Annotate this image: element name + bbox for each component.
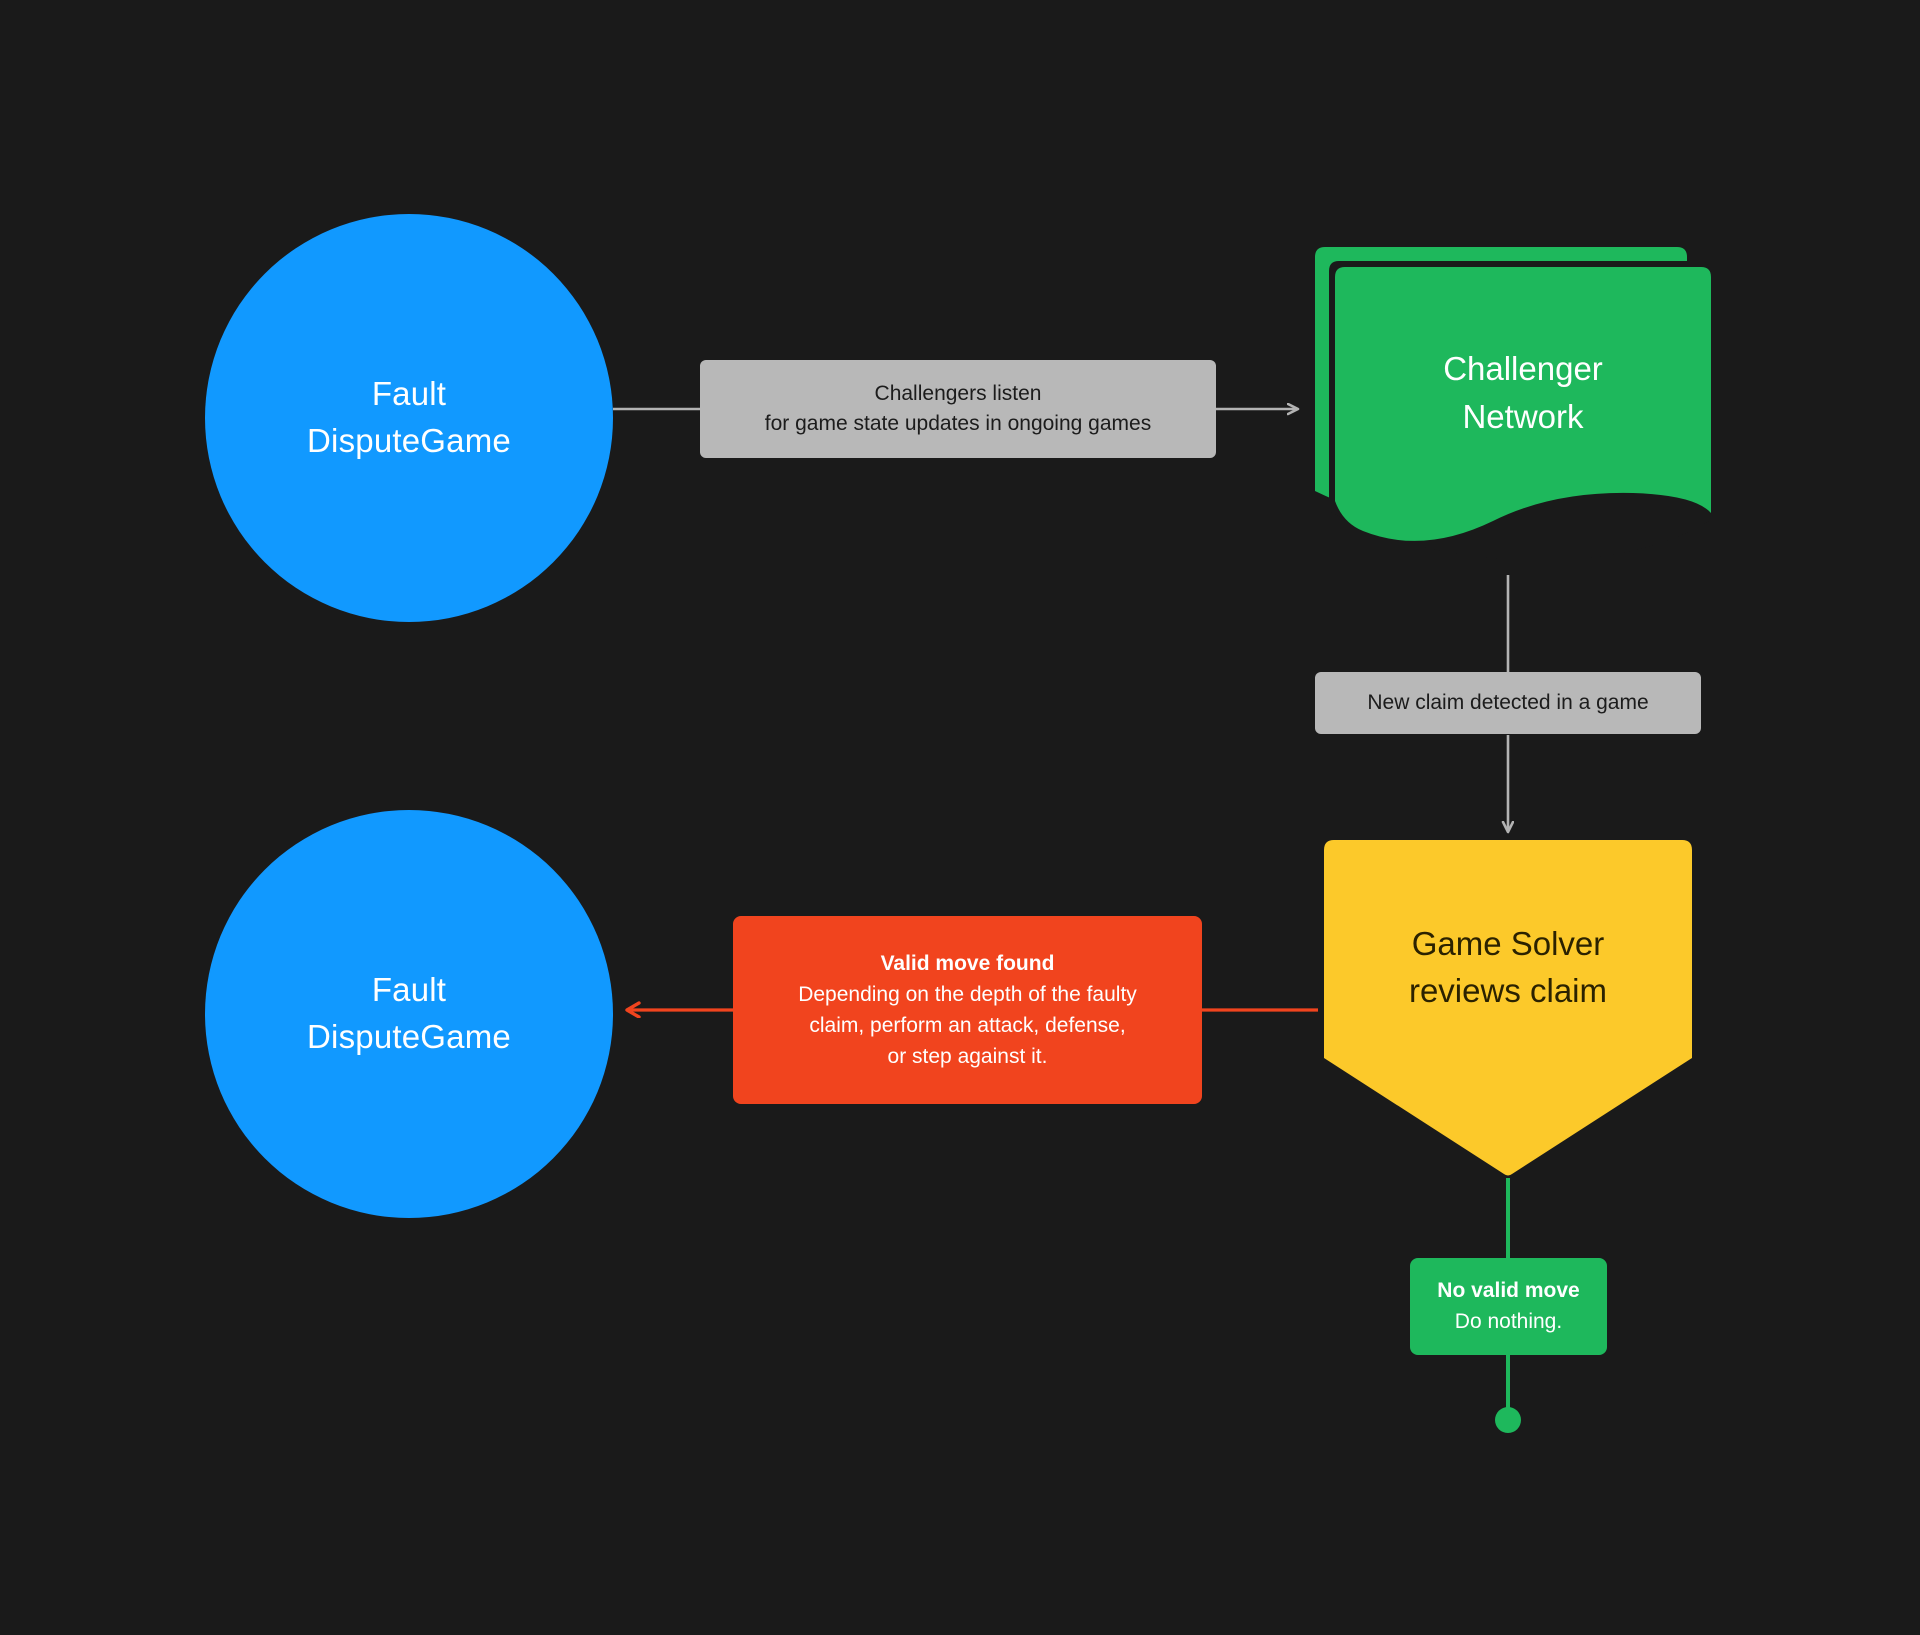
node-label: Game Solver reviews claim (1318, 838, 1698, 1178)
edge-label-line-1: Do nothing. (1454, 1309, 1563, 1333)
node-line-2: DisputeGame (307, 1018, 511, 1055)
edge-label-line-3: or step against it. (887, 1045, 1048, 1069)
node-line-1: Fault (371, 971, 447, 1009)
edge-label-valid-move-found[interactable]: Valid move found Depending on the depth … (733, 916, 1202, 1104)
node-challenger-network[interactable]: Challenger Network (1303, 245, 1715, 575)
node-line-1: Challenger (1443, 350, 1603, 388)
edge-label-line-1: Depending on the depth of the faulty (798, 982, 1137, 1006)
pentagon-path (1324, 840, 1692, 1176)
node-label: Fault DisputeGame (285, 967, 533, 1061)
node-line-2: Network (1462, 398, 1584, 435)
edge-label-line-1: New claim detected in a game (1367, 691, 1649, 715)
node-line-2: DisputeGame (307, 422, 511, 459)
edge-label-challengers-listen[interactable]: Challengers listen for game state update… (700, 360, 1216, 458)
document-front-card (1335, 267, 1711, 541)
edge-label-header: No valid move (1437, 1278, 1580, 1302)
edge-label-no-valid-move[interactable]: No valid move Do nothing. (1410, 1258, 1607, 1355)
stacked-document-icon (1315, 247, 1711, 561)
node-fault-dispute-game-bottom[interactable]: Fault DisputeGame (205, 810, 613, 1218)
edge-label-new-claim-detected[interactable]: New claim detected in a game (1315, 672, 1701, 734)
node-line-1: Game Solver (1411, 925, 1605, 963)
edge-label-line-1: Challengers listen (874, 382, 1042, 406)
edge-label-line-2: for game state updates in ongoing games (764, 412, 1152, 435)
pentagon-shape (1324, 840, 1692, 1176)
node-game-solver[interactable]: Game Solver reviews claim (1318, 838, 1698, 1178)
node-line-2: reviews claim (1408, 972, 1608, 1009)
node-fault-dispute-game-top[interactable]: Fault DisputeGame (205, 214, 613, 622)
edge-label-line-2: claim, perform an attack, defense, (809, 1014, 1126, 1037)
end-terminator-dot (1495, 1407, 1521, 1433)
node-line-1: Fault (371, 375, 447, 413)
node-label: Challenger Network (1331, 245, 1715, 575)
node-label: Fault DisputeGame (285, 371, 533, 465)
edge-label-header: Valid move found (880, 951, 1055, 975)
